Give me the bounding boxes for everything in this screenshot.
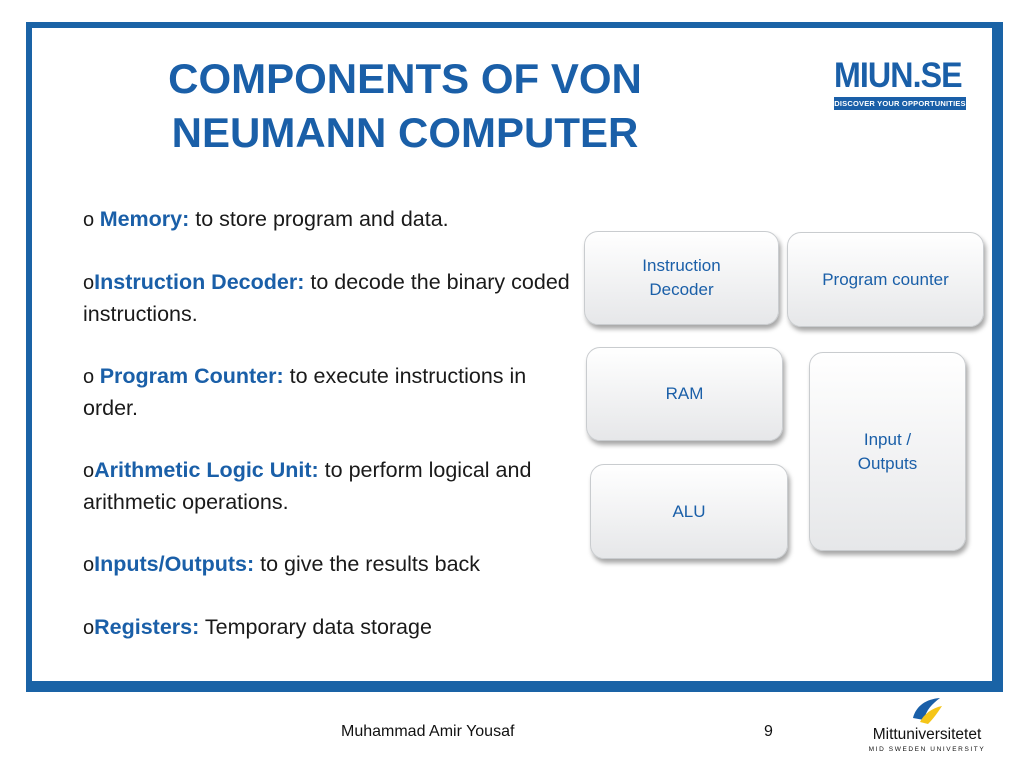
page-number: 9 [764,723,773,740]
box-label: Program counter [822,269,949,289]
alu-box: ALU [590,464,788,559]
university-subtitle: MID SWEDEN UNIVERSITY [868,746,986,753]
bullet-item: o Memory: to store program and data. [83,204,583,236]
bullet-item: oRegisters: Temporary data storage [83,612,583,644]
bullet-item: o Program Counter: to execute instructio… [83,361,583,424]
ram-box: RAM [586,347,783,441]
bullet-item: oArithmetic Logic Unit: to perform logic… [83,455,583,518]
bullet-desc: to decode the binary coded instructions. [83,270,570,326]
bullet-marker: o [83,617,95,639]
bullet-term: Arithmetic Logic Unit: [94,458,319,482]
bullet-item: oInstruction Decoder: to decode the bina… [83,267,583,330]
bullet-term: Registers: [94,615,200,639]
university-emblem-icon [913,698,942,724]
slide-title: COMPONENTS OF VON NEUMANN COMPUTER [168,55,642,156]
input-outputs-box: Input / Outputs [809,352,966,551]
bullet-desc: to execute instructions in order. [83,364,527,420]
bullet-term: Inputs/Outputs: [94,552,255,576]
box-label: Input / Outputs [857,429,918,473]
instruction-decoder-box: Instruction Decoder [584,231,779,325]
bullet-desc: to give the results back [254,552,481,576]
bullet-desc: to perform logical and arithmetic operat… [83,458,532,514]
box-label: RAM [665,384,704,403]
program-counter-box: Program counter [787,232,984,327]
box-label: Instruction Decoder [642,256,721,299]
bullet-desc: Temporary data storage [199,615,432,639]
bullet-marker: o [83,272,95,294]
logo-tagline: DISCOVER YOUR OPPORTUNITIES [834,97,966,110]
footer-author: Muhammad Amir Yousaf [341,723,515,740]
bullet-term: Instruction Decoder: [94,270,305,294]
miun-logo: MIUN.SE DISCOVER YOUR OPPORTUNITIES [834,58,966,112]
bullet-term: Memory: [99,207,190,231]
university-logo: Mittuniversitetet MID SWEDEN UNIVERSITY [864,696,990,758]
university-name: Mittuniversitetet [872,726,982,743]
bullet-marker: o [83,460,95,482]
bullet-marker: o [83,554,95,576]
bullet-term: Program Counter: [99,364,284,388]
bullet-marker: o [83,366,100,388]
bullet-item: oInputs/Outputs: to give the results bac… [83,549,583,581]
logo-text: MIUN.SE [834,56,963,95]
bullet-desc: to store program and data. [189,207,449,231]
bullet-list: o Memory: to store program and data. oIn… [83,204,583,675]
bullet-marker: o [83,209,100,231]
box-label: ALU [672,501,706,521]
